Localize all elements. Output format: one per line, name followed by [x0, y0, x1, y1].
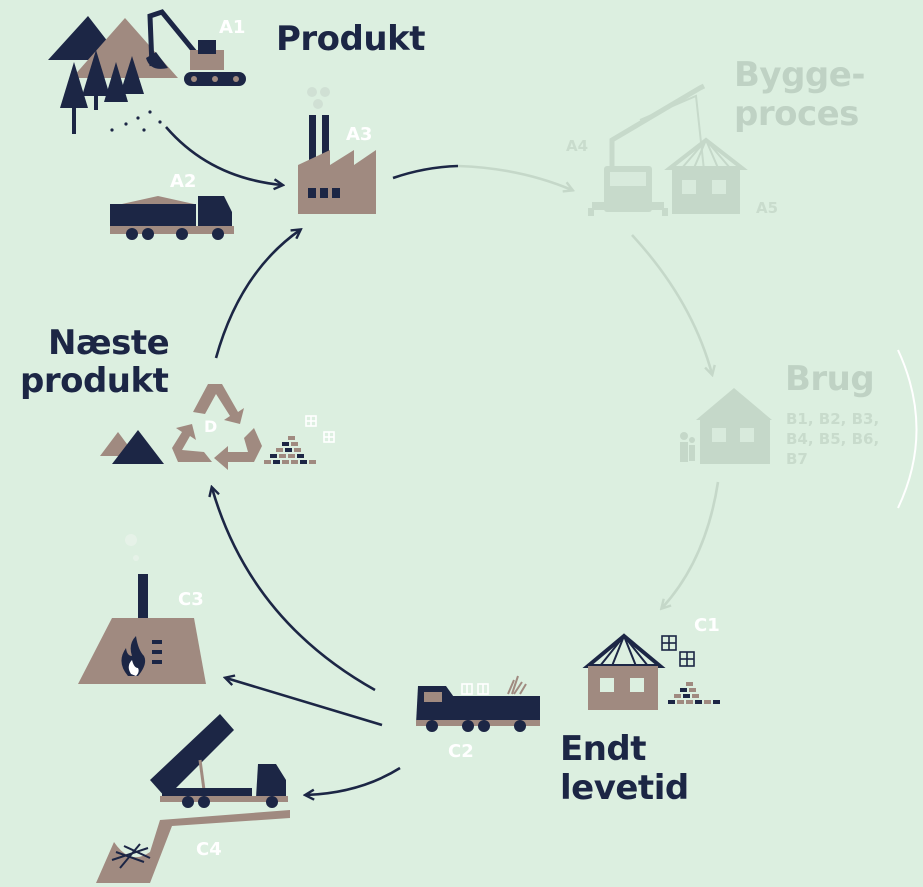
arrow-c2-to-c3 — [226, 678, 383, 727]
bracket-brug — [897, 349, 918, 509]
stage-label-brug: Brug — [785, 359, 875, 399]
code-a1: A1 — [219, 17, 246, 38]
stage-label-byggeproces-1: Bygge- — [734, 55, 865, 95]
excavator-icon — [146, 9, 246, 86]
forest-icon — [48, 16, 178, 134]
flow-arrows — [165, 126, 918, 795]
brick-pile-c1-icon — [668, 682, 720, 704]
person-icon — [680, 432, 695, 462]
flatbed-truck-icon — [416, 675, 540, 732]
arrow-a1-to-a3 — [165, 126, 282, 185]
arrow-c2-to-d — [212, 488, 376, 692]
stage-label-byggeproces-2: proces — [734, 94, 859, 134]
code-c1: C1 — [694, 615, 720, 636]
brug-detail-3: B7 — [786, 450, 808, 468]
code-a2: A2 — [170, 171, 197, 192]
stage-label-endt-levetid-1: Endt — [560, 729, 647, 769]
code-d: D — [204, 417, 218, 436]
factory-icon — [298, 87, 376, 214]
code-a5: A5 — [756, 199, 779, 217]
arrow-d-to-a3 — [214, 230, 300, 359]
code-c2: C2 — [448, 741, 474, 762]
stage-label-naeste-1: Næste — [48, 323, 170, 363]
code-a4: A4 — [566, 137, 589, 155]
arrow-a5-to-brug — [631, 234, 712, 374]
brug-detail-2: B4, B5, B6, — [786, 430, 880, 448]
code-c3: C3 — [178, 589, 204, 610]
code-a3: A3 — [346, 124, 373, 145]
stage-label-endt-levetid-2: levetid — [560, 768, 689, 808]
tipper-truck-icon — [150, 714, 288, 808]
arrow-a3-to-a4-faded — [457, 164, 572, 190]
crane-truck-icon — [588, 83, 706, 216]
incinerator-icon — [78, 534, 206, 684]
code-c4: C4 — [196, 839, 222, 860]
stage-label-produkt: Produkt — [276, 19, 425, 59]
recycle-icon — [172, 384, 262, 470]
house-icon — [696, 388, 772, 464]
house-frame-dark-icon — [582, 633, 695, 710]
landfill-icon — [96, 810, 290, 883]
mineral-pile-icon — [100, 430, 164, 464]
arrow-c2-to-c4 — [306, 766, 401, 795]
window-icons-d — [305, 415, 335, 443]
stage-label-naeste-2: produkt — [20, 361, 169, 401]
arrow-a3-to-a4-dark — [392, 164, 459, 180]
dump-truck-icon — [110, 196, 234, 240]
brug-detail-1: B1, B2, B3, — [786, 410, 880, 428]
arrow-brug-to-c1 — [662, 481, 720, 608]
house-frame-icon — [664, 137, 748, 214]
brick-pile-icon — [264, 436, 316, 464]
